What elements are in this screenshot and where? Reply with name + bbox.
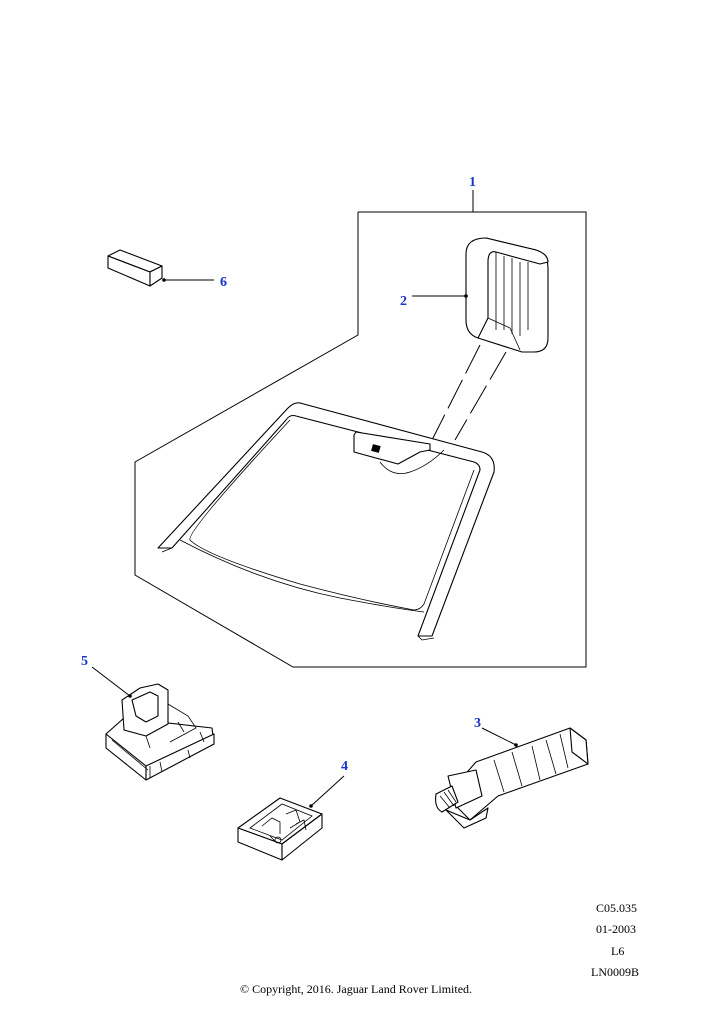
callout-2[interactable]: 2 [400,294,407,309]
illustration-number: LN0009B [591,965,639,979]
reference-model: L6 [611,944,625,958]
adhesive-tube [435,727,589,829]
callout-6[interactable]: 6 [220,275,227,290]
mirror-mount-pad [465,237,549,353]
leader-3 [481,727,517,746]
mirror-clip [105,683,215,781]
adhesive-block [107,249,163,287]
callout-1[interactable]: 1 [469,175,476,190]
reference-date: 01-2003 [596,922,636,936]
reference-code: C05.035 [596,901,638,915]
callout-4[interactable]: 4 [341,759,348,774]
callout-5[interactable]: 5 [81,654,88,669]
leader-4 [310,775,345,807]
windscreen-glass [157,402,495,641]
projection-lines [431,344,507,441]
callout-3[interactable]: 3 [474,716,481,731]
copyright-notice: © Copyright, 2016. Jaguar Land Rover Lim… [239,982,473,996]
clip-housing [237,797,323,861]
kit-boundary [134,211,587,668]
leader-5 [91,666,131,697]
